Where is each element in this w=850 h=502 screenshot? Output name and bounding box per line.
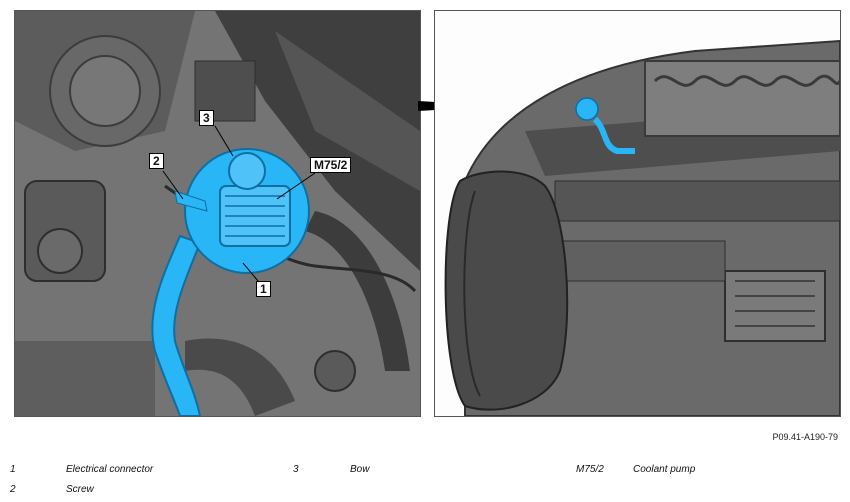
callout-3: 3 [199,110,214,126]
legend-key-3: 3 [293,464,299,475]
coolant-pump-highlight [174,148,310,274]
figure-reference-code: P09.41-A190-79 [772,432,838,442]
legend-text-1: Electrical connector [66,464,154,475]
callout-1: 1 [256,281,271,297]
overview-pump-highlight [575,97,635,154]
legend-text-2: Screw [66,484,94,495]
callout-2: 2 [149,153,164,169]
engine-detail-illustration [15,11,420,416]
callout-m75-2: M75/2 [310,157,352,173]
vehicle-front-illustration [435,11,840,416]
overview-panel [434,10,841,417]
detail-view-panel: 3 2 M75/2 1 [14,10,421,417]
legend-text-m75-2: Coolant pump [633,464,696,475]
legend-key-2: 2 [10,484,16,495]
legend-key-m75-2: M75/2 [576,464,604,475]
legend-text-3: Bow [350,464,370,475]
legend-key-1: 1 [10,464,16,475]
